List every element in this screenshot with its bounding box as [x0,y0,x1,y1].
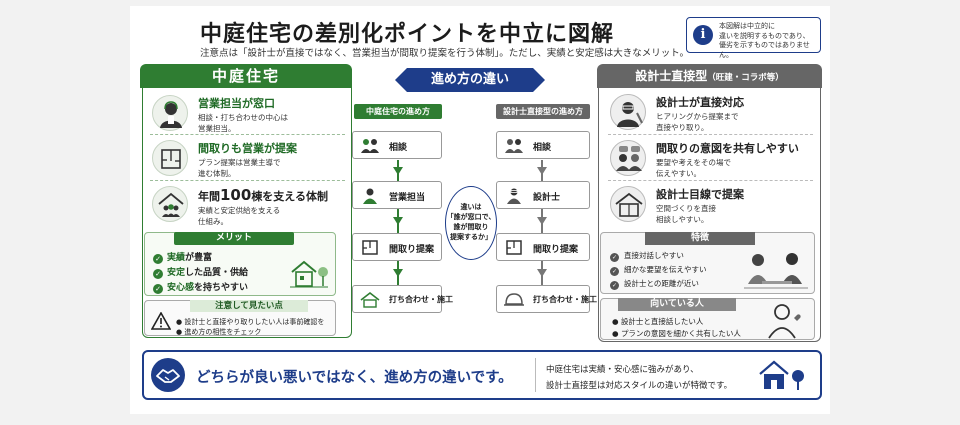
merit-item: ✓実績が豊富 [153,250,212,264]
people-icon [505,139,523,153]
feature-item: ✓直接対話しやすい [610,251,684,262]
merit-item: ✓安定した品質・供給 [153,265,248,279]
house-tree-icon [290,260,328,288]
flow-arrow [537,217,547,225]
feature-item: ✓設計士との距離が近い [610,279,699,290]
divider [608,180,813,181]
check-icon: ✓ [610,267,619,276]
house-icon [360,291,380,308]
floorplan-icon [152,140,188,176]
flow-arrow [393,167,403,175]
disclaimer-note: i 本図解は中立的に 違いを説明するものであり、 優劣を示すものではありません。 [686,17,821,59]
architect-direct-header: 設計士直接型（旺建・コラボ等） [597,64,822,88]
hardhat-icon [504,293,524,306]
check-icon: ✓ [153,269,163,279]
divider [150,134,345,135]
people-icon [361,139,379,153]
difference-callout: 違いは 「誰が窓口で、 誰が間取り 提案するか」 [445,186,497,260]
check-icon: ✓ [610,253,619,262]
flow-line [397,160,399,290]
merit-header: メリット [174,232,294,245]
suited-item: ● 設計士と直接話したい人 [612,317,704,326]
caution-header: 注意して見たい点 [190,300,308,312]
courtyard-step-construction: 打ち合わせ・施工 [352,285,453,313]
divider [535,358,536,392]
feature-item: ✓細かな要望を伝えやすい [610,265,707,276]
check-icon: ✓ [153,284,163,294]
disclaimer-text: 本図解は中立的に 違いを説明するものであり、 優劣を示すものではありません。 [719,22,810,59]
conclusion-detail: 中庭住宅は実績・安心感に強みがあり、 設計士直接型は対応スタイルの違いが特徴です… [546,365,733,391]
architect-icon [507,188,521,204]
info-icon: i [693,25,713,45]
check-icon: ✓ [153,254,163,264]
process-difference-banner: 進め方の違い [395,68,545,92]
courtyard-house-header: 中庭住宅 [140,64,352,88]
salesperson-icon [363,188,377,204]
courtyard-step-plan: 間取り提案 [352,233,442,261]
suited-item: ● プランの意図を細かく共有したい人 [612,329,741,338]
flow-arrow [537,167,547,175]
person-icon [768,304,801,339]
flow-line [541,160,543,290]
courtyard-step-sales: 営業担当 [352,181,442,209]
house-plan-icon [610,186,646,222]
architect-step-plan: 間取り提案 [496,233,590,261]
house-family-icon [152,186,188,222]
courtyard-process-header: 中庭住宅の進め方 [354,104,442,119]
flow-arrow [537,269,547,277]
architect-step-consult: 相談 [496,131,590,159]
suited-for-header: 向いている人 [618,298,736,311]
courtyard-step-consult: 相談 [352,131,442,159]
handshake-icon [151,358,185,392]
house-tree-icon [759,360,804,390]
check-icon: ✓ [610,281,619,290]
divider [608,134,813,135]
flow-arrow [393,269,403,277]
floorplan-icon [506,240,522,255]
meeting-illustration-icon [744,253,808,289]
architect-step-designer: 設計士 [496,181,590,209]
floorplan-icon [362,240,378,255]
architect-step-construction: 打ち合わせ・施工 [496,285,597,313]
conclusion-statement: どちらが良い悪いではなく、進め方の違いです。 [196,370,513,386]
main-title: 中庭住宅の差別化ポイントを中立に図解 [200,22,615,47]
architect-icon [610,94,646,130]
architect-process-header: 設計士直接型の進め方 [496,104,590,119]
features-header: 特徴 [645,232,755,245]
conversation-icon [610,140,646,176]
warning-icon [151,312,171,330]
caution-item: ● 設計士と直接やり取りしたい人は事前確認を [176,318,325,326]
salesperson-icon [152,95,188,131]
conclusion-bar [142,350,822,400]
flow-arrow [393,217,403,225]
divider [150,180,345,181]
merit-item: ✓安心感を持ちやすい [153,280,248,294]
subtitle: 注意点は「設計士が直接ではなく、営業担当が間取り提案を行う体制」。ただし、実績と… [200,48,690,59]
caution-item: ● 進め方の相性をチェック [176,328,262,336]
